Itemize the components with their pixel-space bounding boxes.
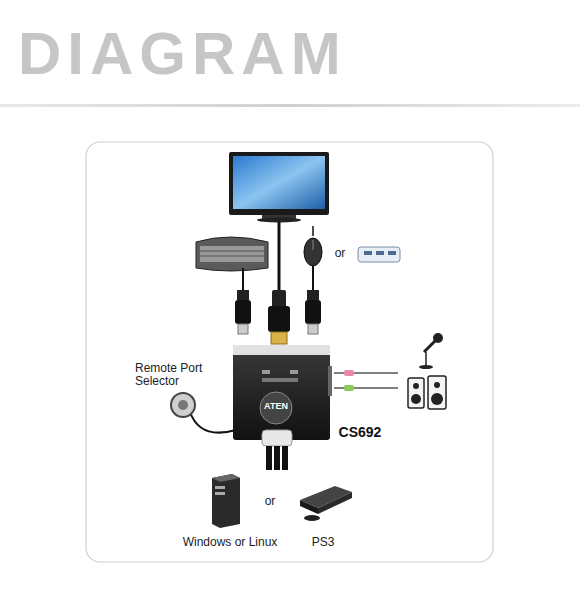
mouse bbox=[304, 226, 322, 292]
or-text: or bbox=[335, 247, 346, 260]
kvm-switch bbox=[233, 345, 332, 440]
microphone bbox=[419, 333, 443, 369]
part-label: Remote Port Selector bbox=[135, 362, 215, 388]
speakers bbox=[408, 376, 446, 409]
pc-tower bbox=[212, 474, 240, 528]
monitor bbox=[229, 152, 329, 223]
keyboard bbox=[196, 237, 268, 292]
usb-hub bbox=[358, 247, 400, 262]
audio-cables bbox=[334, 370, 398, 391]
device-label: PS3 bbox=[312, 536, 335, 549]
cable-bundle bbox=[262, 430, 292, 470]
remote-port-selector bbox=[171, 393, 236, 433]
device-label: Windows or Linux bbox=[183, 536, 278, 549]
ps3-console bbox=[300, 486, 352, 521]
model-number: CS692 bbox=[339, 425, 382, 440]
frame bbox=[86, 142, 493, 562]
header-rule bbox=[0, 104, 580, 107]
or-text: or bbox=[265, 495, 276, 508]
usb-plug bbox=[235, 290, 321, 334]
brand-logo: ATEN bbox=[264, 402, 288, 412]
page-title: DIAGRAM bbox=[18, 24, 347, 84]
hdmi-cable bbox=[268, 222, 290, 344]
